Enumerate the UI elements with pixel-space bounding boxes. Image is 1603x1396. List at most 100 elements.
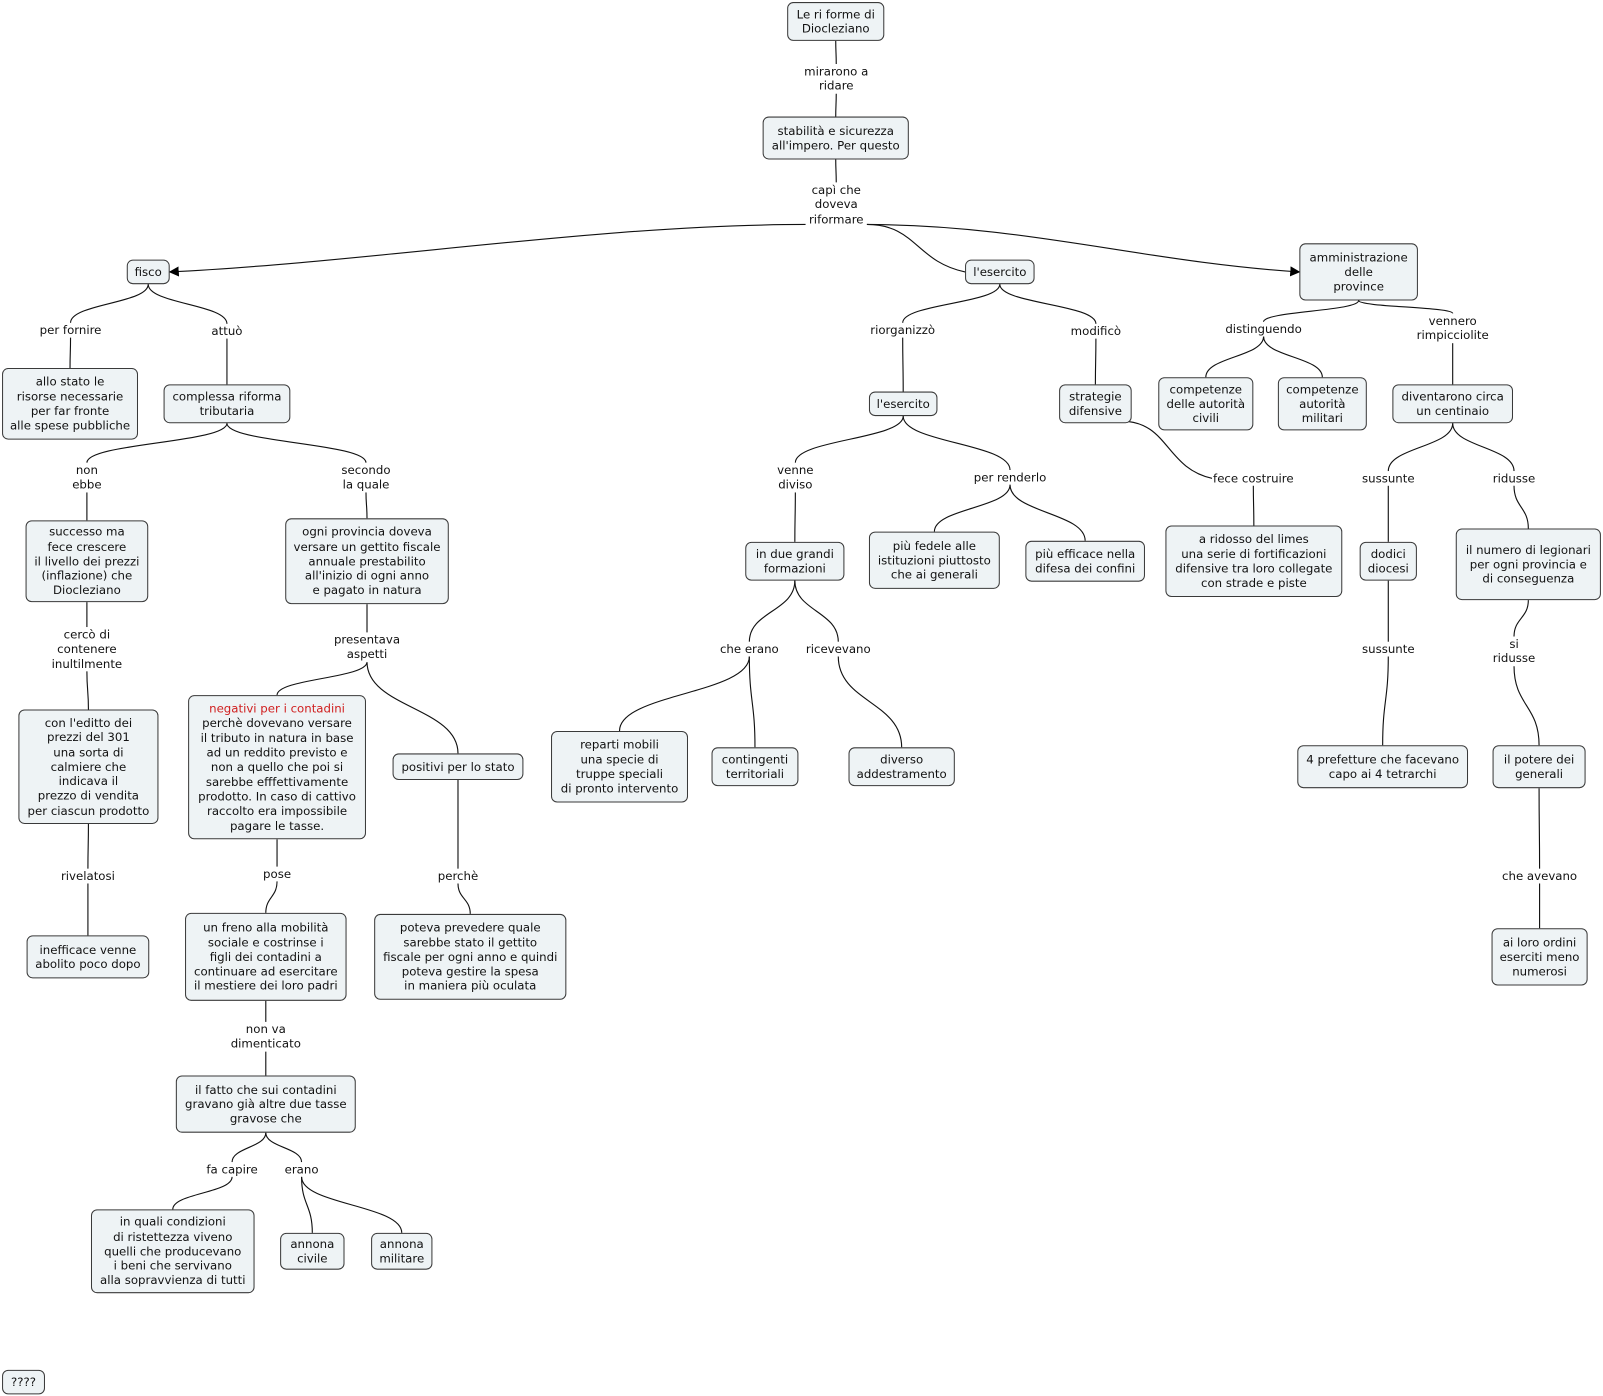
link-label[interactable]: fece costruire [1212,471,1295,486]
link-label[interactable]: perchè [436,868,480,884]
link-label[interactable]: secondo la quale [340,462,392,493]
connector-line [69,337,72,369]
connector-line [1252,485,1255,526]
concept-node[interactable]: un freno alla mobilità sociale e costrin… [185,912,347,1001]
connector-line [86,671,89,710]
connector-line [1094,338,1097,385]
link-label[interactable]: cercò di contenere inultilmente [50,627,124,672]
link-label[interactable]: attuò [210,323,244,339]
concept-node[interactable]: competenze autorità militari [1277,377,1367,431]
connector-line [794,415,904,463]
concept-node[interactable]: in due grandi formazioni [745,541,845,581]
link-label[interactable]: distinguendo [1224,321,1303,337]
link-label[interactable]: per renderlo [972,470,1048,485]
concept-node[interactable]: diventarono circa un centinaio [1392,384,1514,424]
link-label[interactable]: mirarono a ridare [803,64,870,94]
connector-line [265,881,278,913]
connector-line [618,656,750,731]
connector-line [226,423,367,463]
link-label[interactable]: sussunte [1360,641,1416,657]
connector-line [172,1176,233,1210]
concept-node[interactable]: il fatto che sui contadini gravano già a… [175,1075,356,1133]
concept-node[interactable]: inefficace venne abolito poco dopo [26,935,150,979]
connector-line [837,656,903,748]
link-label[interactable]: ricevevano [804,641,872,657]
concept-node[interactable]: reparti mobili una specie di truppe spec… [551,730,689,803]
concept-node[interactable]: contingenti territoriali [711,747,799,787]
concept-node[interactable]: con l'editto dei prezzi del 301 una sort… [18,709,159,824]
link-label[interactable]: non va dimenticato [229,1021,302,1052]
concept-highlight-text: negativi per i contadini [209,701,345,716]
connector-line [1513,665,1540,746]
concept-node[interactable]: più fedele alle istituzioni piuttosto ch… [868,531,1000,589]
connector-line [457,883,471,914]
concept-node[interactable]: stabilità e sicurezza all'impero. Per qu… [762,116,909,160]
concept-node[interactable]: strategie difensive [1059,384,1132,424]
connector-line [835,93,837,117]
arrow-connector [168,223,806,277]
link-label[interactable]: vennero rimpicciolite [1415,313,1490,343]
concept-node[interactable]: il potere dei generali [1492,745,1586,789]
link-label[interactable]: pose [262,866,293,882]
concept-node[interactable]: complessa riforma tributaria [163,384,291,424]
concept-node[interactable]: 4 prefetture che facevano capo ai 4 tetr… [1297,745,1469,789]
link-label[interactable]: capì che doveva riformare [807,182,865,227]
concept-node[interactable]: il numero di legionari per ogni provinci… [1455,528,1601,601]
connector-line [835,159,837,183]
concept-node[interactable]: annona militare [371,1232,433,1270]
link-label[interactable]: modificò [1069,323,1123,339]
concept-node[interactable]: a ridosso del limes una serie di fortifi… [1165,525,1343,598]
link-label[interactable]: si ridusse [1491,636,1537,666]
concept-node[interactable]: successo ma fece crescere il livello dei… [25,520,149,603]
concept-text: perchè dovevano versare il tributo in na… [198,716,356,833]
concept-node[interactable]: diverso addestramento [848,747,955,787]
concept-node[interactable]: amministrazione delle province [1299,243,1418,301]
connector-line [902,337,904,392]
connector-line [1538,788,1541,869]
connector-line [902,284,1001,324]
concept-node[interactable]: dodici diocesi [1359,541,1417,581]
link-label[interactable]: non ebbe [71,462,103,493]
link-label[interactable]: presentava aspetti [332,632,402,662]
connector-line [748,580,796,642]
concept-node[interactable]: in quali condizioni di ristettezza viven… [90,1209,255,1294]
concept-node[interactable]: più efficace nella difesa dei confini [1025,540,1145,582]
connector-line [933,484,1011,532]
connector-line [301,1176,403,1233]
connector-line [1513,600,1529,637]
link-label[interactable]: fa capire [205,1162,259,1177]
connector-line [1513,485,1529,529]
concept-node[interactable]: allo stato le risorse necessarie per far… [2,368,139,440]
connector-line [1263,336,1323,378]
concept-node[interactable]: annona civile [280,1232,345,1270]
link-label[interactable]: erano [283,1162,320,1177]
link-label[interactable]: rivelatosi [59,868,116,884]
concept-node[interactable]: ai loro ordini eserciti meno numerosi [1491,928,1588,986]
concept-node[interactable]: positivi per lo stato [392,753,524,781]
concept-node[interactable]: competenze delle autorità civili [1158,377,1254,431]
connector-line [231,1132,267,1163]
concept-node[interactable]: poteva prevedere quale sarebbe stato il … [374,913,567,1000]
connector-line [1263,300,1360,323]
link-label[interactable]: che avevano [1501,868,1579,884]
concept-node[interactable]: fisco [126,259,170,285]
concept-node[interactable]: negativi per i contadini perchè dovevano… [188,695,366,840]
unknown-concept-node[interactable]: ???? [2,1369,45,1395]
concept-node[interactable]: l'esercito [868,391,938,417]
link-label[interactable]: venne diviso [776,462,815,493]
link-label[interactable]: ridusse [1491,471,1537,486]
connector-line [1121,420,1213,479]
connector-line [1009,484,1086,541]
link-label[interactable]: sussunte [1360,471,1416,486]
link-label[interactable]: riorganizzò [869,322,937,338]
concept-node[interactable]: ogni provincia doveva versare un gettito… [285,518,449,605]
connector-line [69,284,149,323]
concept-node[interactable]: Le ri forme di Diocleziano [787,2,885,41]
connector-line [1358,300,1454,314]
link-label[interactable]: che erano [718,641,780,657]
connector-line [748,656,756,748]
connector-line [1205,336,1265,378]
concept-node[interactable]: l'esercito [965,259,1035,285]
connector-line [902,415,1011,471]
link-label[interactable]: per fornire [38,322,103,338]
